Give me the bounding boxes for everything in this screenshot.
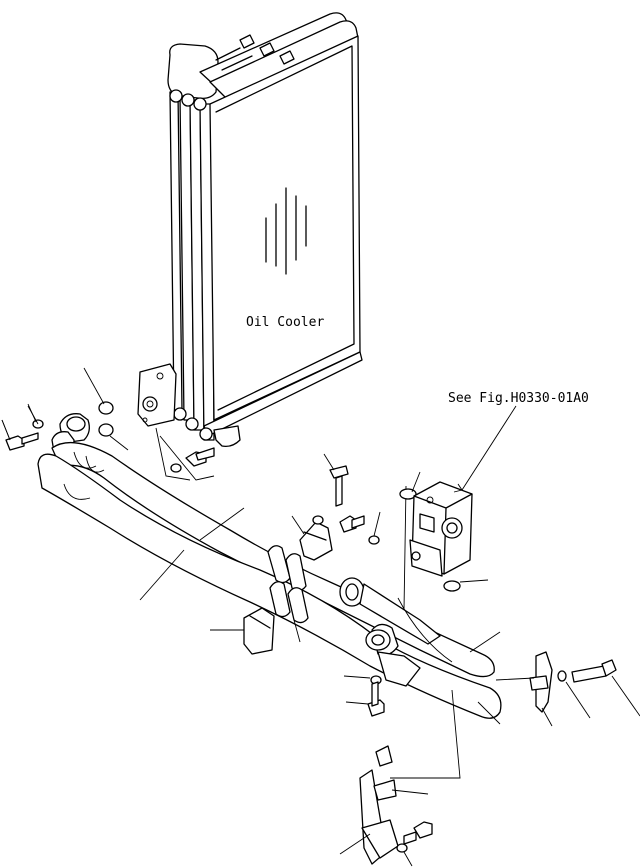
valve-block <box>409 481 473 577</box>
oil-cooler: Oil Cooler <box>137 12 363 448</box>
o-ring <box>98 423 114 437</box>
o-ring <box>443 580 461 592</box>
reference-label: See Fig.H0330-01A0 <box>448 391 589 406</box>
oil-cooler-label: Oil Cooler <box>246 315 324 330</box>
o-ring <box>98 401 114 415</box>
clamps <box>243 521 553 865</box>
hoses <box>37 442 502 719</box>
leader-lines <box>1 403 640 867</box>
bolts <box>312 465 617 853</box>
